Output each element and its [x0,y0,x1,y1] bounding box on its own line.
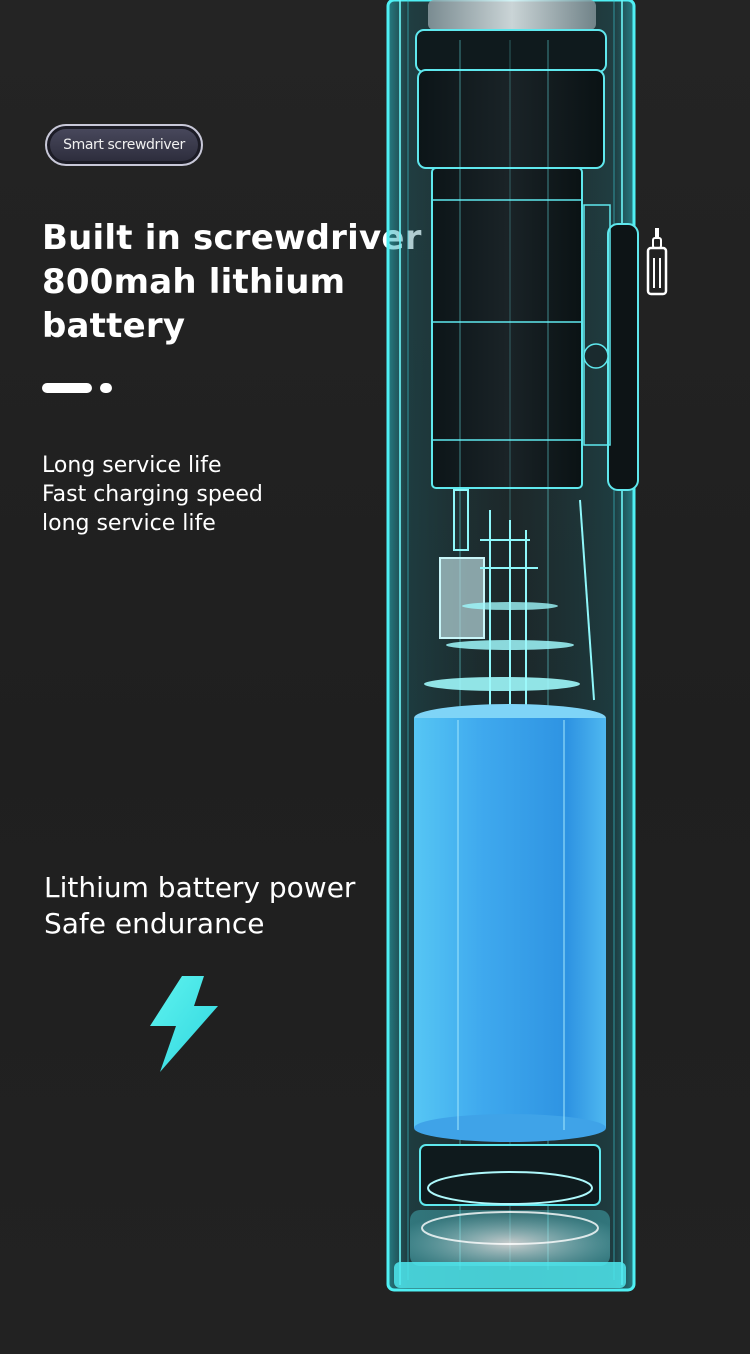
feature-item: long service life [42,511,216,536]
headline-line-2: 800mah lithium [42,262,346,302]
headline-line-1: Built in screwdriver [42,218,422,258]
device-illustration [386,0,639,1292]
lightning-bolt-icon [150,976,218,1072]
battery-line-2: Safe endurance [44,907,265,940]
headline-line-3: battery [42,306,186,346]
divider-bar [42,383,92,393]
battery-description: Lithium battery power Safe endurance [44,870,389,942]
headline: Built in screwdriver 800mah lithium batt… [42,216,422,348]
feature-item: Fast charging speed [42,482,263,507]
divider-dot [100,383,112,393]
product-badge: Smart screwdriver [45,124,203,166]
feature-list: Long service life Fast charging speed lo… [42,451,372,538]
divider-dots [42,383,122,395]
feature-item: Long service life [42,453,222,478]
screwdriver-icon [646,228,668,296]
battery-line-1: Lithium battery power [44,871,356,904]
badge-label: Smart screwdriver [63,137,185,153]
